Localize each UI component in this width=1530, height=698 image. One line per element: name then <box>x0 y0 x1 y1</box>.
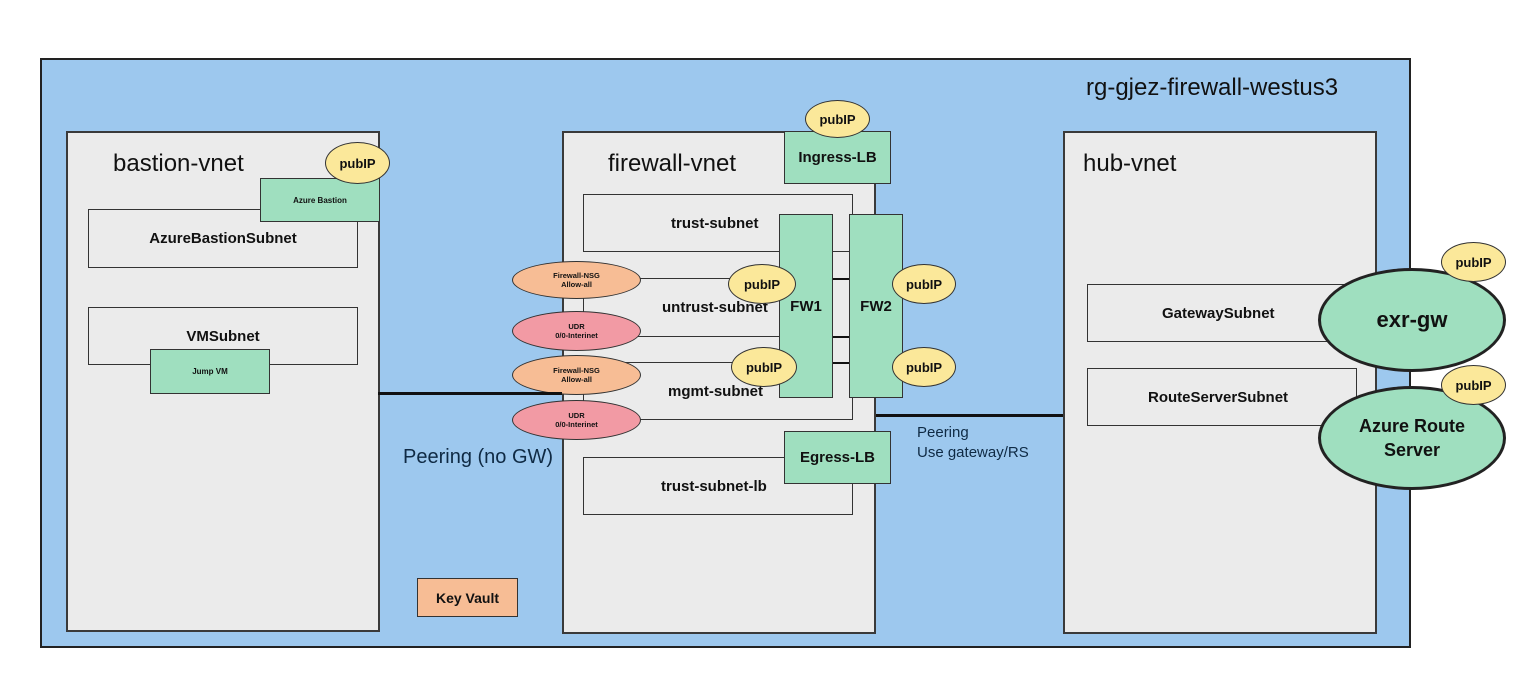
nsg-rule: Allow-all <box>561 280 592 289</box>
route-server-subnet: RouteServerSubnet <box>1087 368 1357 426</box>
peering-line-right <box>876 414 1063 417</box>
resource-group-title: rg-gjez-firewall-westus3 <box>1086 74 1339 101</box>
exr-gw-pubip: pubIP <box>1441 242 1506 282</box>
bastion-pubip: pubIP <box>325 142 390 184</box>
firewall-nsg-untrust: Firewall-NSG Allow-all <box>512 261 641 299</box>
gateway-subnet: GatewaySubnet <box>1087 284 1357 342</box>
route-server-label-line1: Azure Route <box>1358 415 1465 436</box>
peering-right-label-line2: Use gateway/RS <box>917 444 1029 461</box>
route-server-pubip: pubIP <box>1441 365 1506 405</box>
ingress-lb: Ingress-LB <box>784 131 891 184</box>
hub-vnet-title: hub-vnet <box>1083 150 1177 177</box>
jump-vm: Jump VM <box>150 349 270 394</box>
route-server-label-line2: Server <box>1383 440 1441 460</box>
key-vault: Key Vault <box>417 578 518 617</box>
peering-right-label-line1: Peering <box>917 424 969 441</box>
azure-bastion-subnet: AzureBastionSubnet <box>88 209 358 268</box>
azure-route-server: Azure Route Server <box>1318 386 1506 490</box>
fw-link-line <box>833 336 849 338</box>
firewall-vnet-title: firewall-vnet <box>608 150 737 177</box>
fw2-untrust-pubip: pubIP <box>892 264 956 304</box>
nsg-name: Firewall-NSG <box>553 365 600 375</box>
udr-name: UDR <box>568 321 585 331</box>
bastion-vnet-title: bastion-vnet <box>113 150 244 177</box>
udr-untrust: UDR 0/0-Interinet <box>512 311 641 351</box>
peering-line-left <box>378 392 562 395</box>
fw-link-line <box>833 362 849 364</box>
egress-lb: Egress-LB <box>784 431 891 484</box>
azure-bastion: Azure Bastion <box>260 178 380 222</box>
udr-mgmt: UDR 0/0-Interinet <box>512 400 641 440</box>
udr-name: UDR <box>568 410 585 420</box>
fw1-mgmt-pubip: pubIP <box>731 347 797 387</box>
exr-gw: exr-gw <box>1318 268 1506 372</box>
fw2-mgmt-pubip: pubIP <box>892 347 956 387</box>
nsg-name: Firewall-NSG <box>553 270 600 280</box>
udr-route: 0/0-Interinet <box>555 420 598 429</box>
nsg-rule: Allow-all <box>561 375 592 384</box>
fw1-untrust-pubip: pubIP <box>728 264 796 304</box>
fw-link-line <box>833 278 849 280</box>
peering-left-label: Peering (no GW) <box>403 446 554 468</box>
udr-route: 0/0-Interinet <box>555 331 598 340</box>
ingress-pubip: pubIP <box>805 100 870 138</box>
firewall-nsg-mgmt: Firewall-NSG Allow-all <box>512 355 641 395</box>
